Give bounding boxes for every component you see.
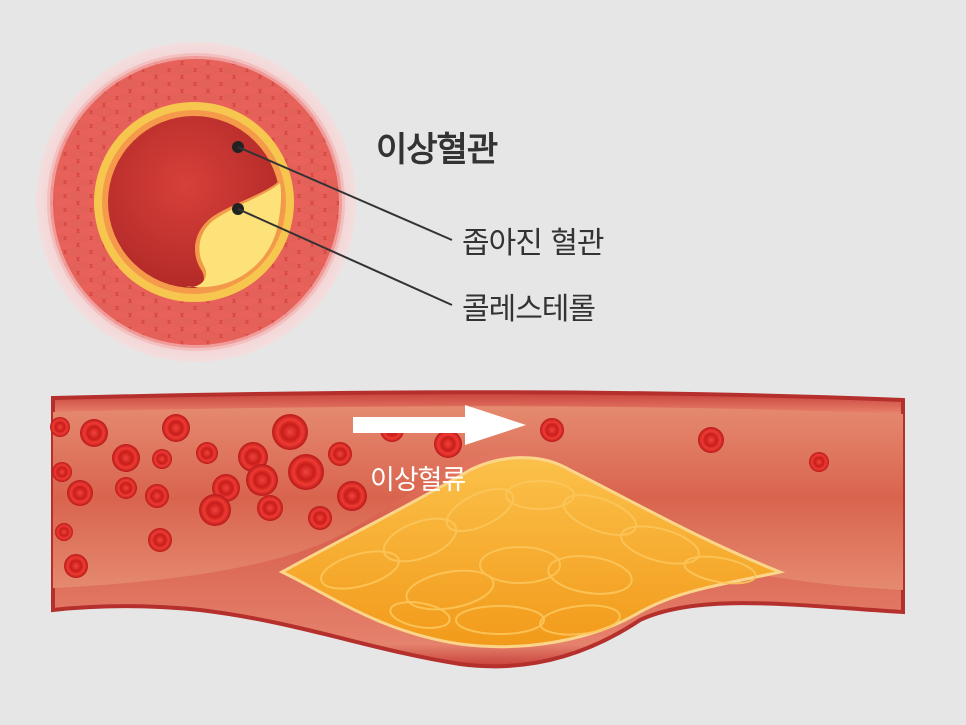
cholesterol-core: [186, 183, 282, 288]
blood-cell: [434, 430, 462, 458]
blood-cell: [196, 442, 218, 464]
blood-cell: [272, 414, 308, 450]
muscle-edge: [47, 53, 345, 351]
abnormal-flow-label: 이상혈류: [370, 465, 466, 496]
blood-cell: [50, 417, 70, 437]
blood-cell: [67, 480, 93, 506]
cholesterol-label: 콜레스테롤: [462, 292, 596, 327]
plaque-fat-cells: [320, 480, 757, 636]
blood-cell: [328, 442, 352, 466]
narrowed-vessel-leader-line: [237, 146, 453, 241]
vessel-longitudinal: [50, 390, 905, 669]
blood-cell: [809, 452, 829, 472]
blood-cell: [55, 523, 73, 541]
vessel-cross-section: [36, 42, 453, 362]
blood-cell: [199, 494, 231, 526]
blood-cell: [80, 419, 108, 447]
blood-cell: [540, 418, 564, 442]
blood-cell: [257, 495, 283, 521]
cholesterol-leader-line: [237, 208, 453, 306]
right-arrow-icon: [353, 405, 526, 445]
blood-cell: [64, 554, 88, 578]
blood-cell: [337, 481, 367, 511]
blood-cell: [148, 528, 172, 552]
blood-cell: [162, 414, 190, 442]
blood-cell: [145, 484, 169, 508]
blood-cell: [112, 444, 140, 472]
blood-cell: [152, 449, 172, 469]
blood-cell: [698, 427, 724, 453]
blood-cell: [308, 506, 332, 530]
page-title: 이상혈관: [376, 130, 498, 170]
blood-cell: [288, 454, 324, 490]
blood-cell: [52, 462, 72, 482]
blood-cell: [246, 464, 278, 496]
narrowed-vessel-label: 좁아진 혈관: [462, 226, 605, 261]
blood-cell: [115, 477, 137, 499]
blood-cells: [50, 414, 829, 578]
